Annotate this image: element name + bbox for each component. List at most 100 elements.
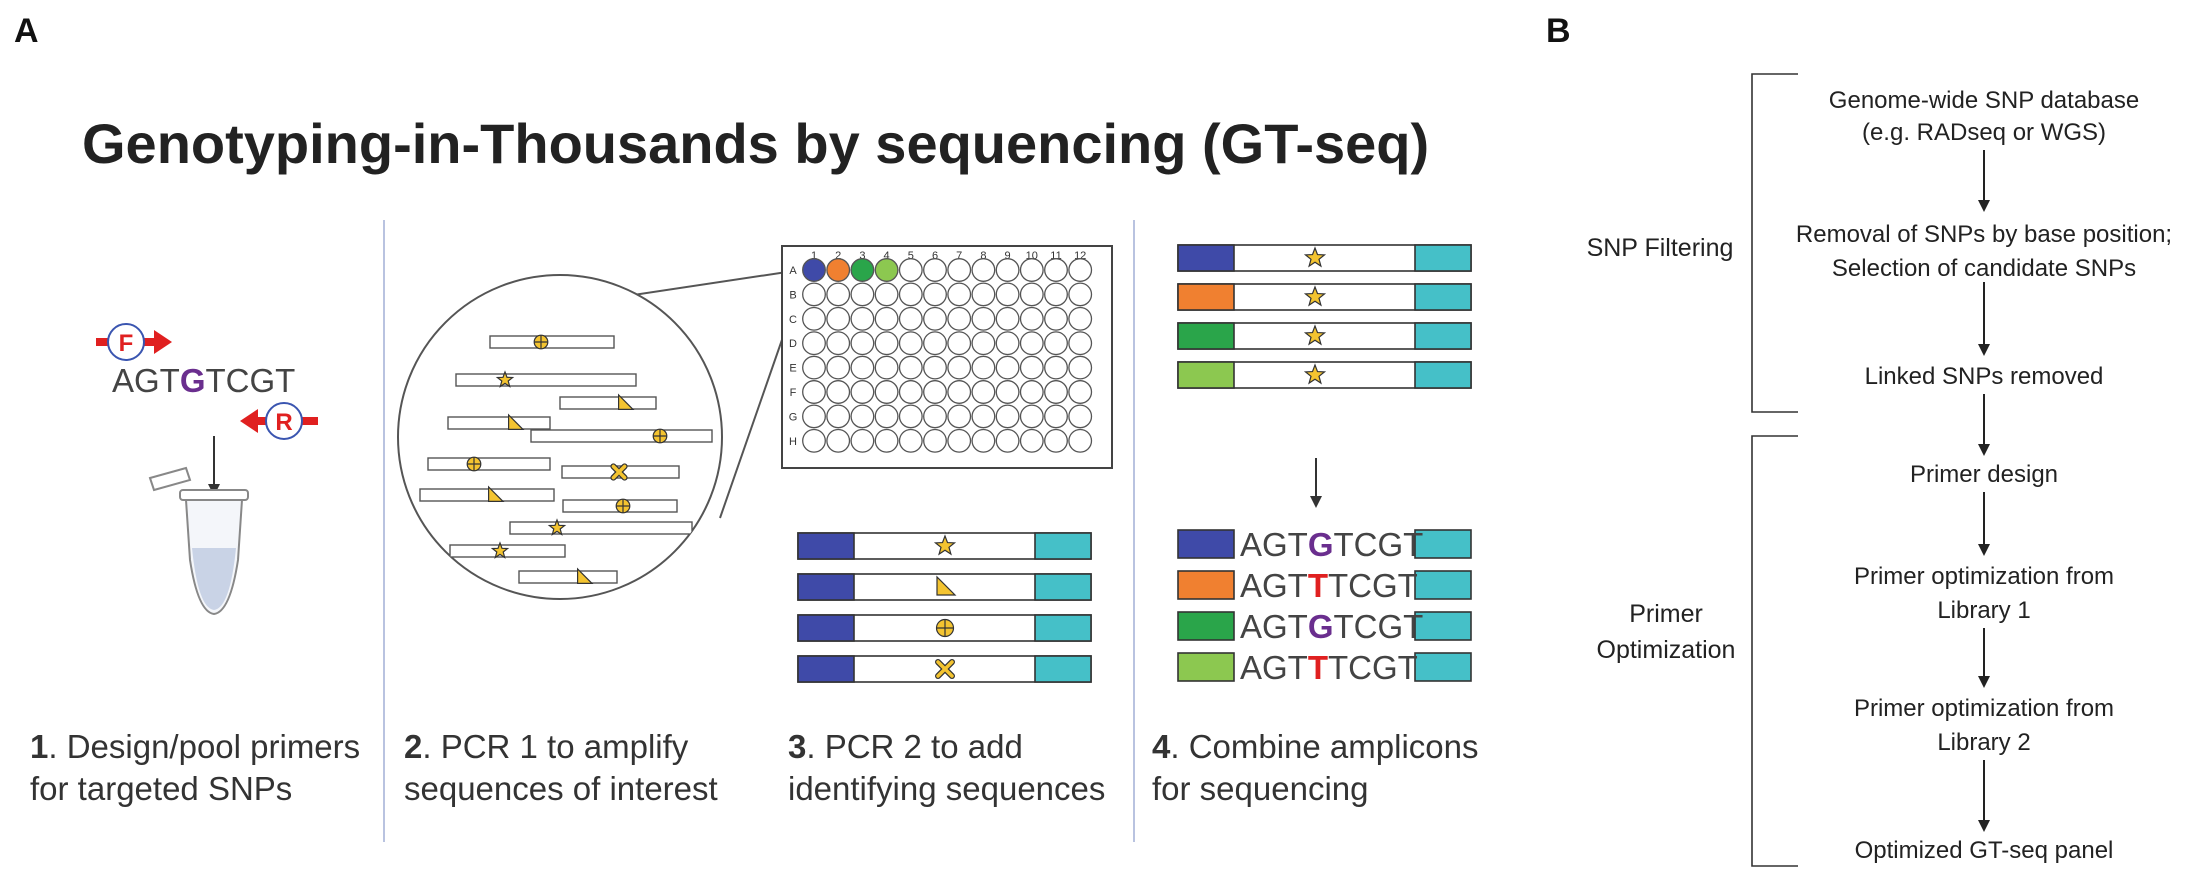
triangle-icon [936,575,957,596]
index-segment [1177,283,1235,311]
star-icon [547,518,567,536]
adapter-segment [1414,361,1472,389]
plate-well [947,282,972,307]
plate-well [995,306,1020,331]
plate-well [1068,428,1093,453]
plate-well [923,404,947,429]
plate-well [826,282,851,307]
combined-amplicons [1177,244,1472,389]
flow-step-1-sub: (e.g. RADseq or WGS) [1862,119,2106,146]
plate-well [874,282,899,307]
sequence-read: AGTTTCGT [1240,649,1418,686]
adapter-segment [1414,529,1472,559]
plate-well [802,258,826,282]
adapter-segment [1034,614,1092,642]
flow-step-6: Primer optimization from [1854,695,2114,722]
fragment-bar [419,488,555,502]
plate-row-label: C [789,314,797,326]
target-sequence: AGTGTCGT [112,362,295,399]
plate-well [898,404,923,429]
plate-well [995,331,1020,356]
plate-well [947,428,972,453]
star-icon [1303,285,1327,307]
plate-well [947,331,972,356]
plate-column-label: 1 [811,250,817,262]
plate-well [923,428,947,453]
plate-well [1019,404,1044,429]
index-segment [1177,570,1235,600]
plate-well [1068,306,1093,331]
panel-b-letter: B [1546,12,1571,50]
plate-row-label: G [789,411,798,423]
plate-well [995,428,1020,453]
plate-well [971,355,996,380]
flow-step-2-sub: Selection of candidate SNPs [1832,255,2136,282]
arrow-down-icon [1978,492,1990,556]
plate-well [898,306,923,331]
adapter-segment [1034,655,1092,683]
plate-well [1044,404,1068,429]
plate-well [1068,355,1093,380]
plate-well [1019,282,1044,307]
pcr2-amplicons [797,532,1092,683]
plate-row-label: D [789,338,797,350]
plate-well [947,380,972,404]
flow-step-7: Optimized GT-seq panel [1855,837,2114,864]
plate-well [971,306,996,331]
adapter-segment [1034,532,1092,560]
plate-well [850,258,875,282]
plate-well [802,306,826,331]
arrow-down-icon [208,436,220,496]
star-icon [490,541,510,559]
plate-well [995,258,1020,282]
fragment-bar [559,396,657,410]
plate-well [1044,282,1068,307]
svg-text:3. PCR 2 to add: 3. PCR 2 to add [788,728,1023,765]
plate-well [971,404,996,429]
plate-well [995,380,1020,404]
group-label-primer-line-1: Primer [1629,600,1703,628]
plate-well [1019,380,1044,404]
plate-well [826,331,851,356]
flow-step-6-sub: Library 2 [1937,729,2030,756]
flow-step-1: Genome-wide SNP database [1829,87,2139,114]
circle-cross-icon [466,456,482,472]
plate-well [898,428,923,453]
circle-cross-icon [652,428,668,444]
index-segment [797,573,855,601]
flow-step-5: Primer optimization from [1854,563,2114,590]
plate-well [971,282,996,307]
plate-column-label: 5 [908,250,914,262]
fragment-bar [455,373,637,387]
plate-well [898,258,923,282]
triangle-icon [488,485,505,502]
fragment-bar [530,429,713,443]
svg-text:sequences of interest: sequences of interest [404,770,718,807]
plate-well [923,282,947,307]
arrow-down-icon [1978,282,1990,356]
plate-well [1044,306,1068,331]
arrow-down-icon [1978,394,1990,456]
star-icon [933,534,957,556]
svg-text:for targeted SNPs: for targeted SNPs [30,770,292,807]
plate-column-label: 8 [980,250,986,262]
plate-well [947,404,972,429]
sequence-read: AGTGTCGT [1240,526,1423,563]
plate-well [995,404,1020,429]
plate-well [1068,282,1093,307]
bracket-snp-filtering [1751,73,1798,413]
plate-well [802,428,826,453]
plate-well [898,355,923,380]
plate-well [1068,404,1093,429]
plate-well [874,428,899,453]
fragment-bar [447,416,551,430]
plate-well [1044,355,1068,380]
plate-column-label: 11 [1050,250,1061,262]
plate-well [898,282,923,307]
group-label-snp-filtering: SNP Filtering [1587,234,1734,262]
plate-well [995,282,1020,307]
plate-column-label: 9 [1005,250,1011,262]
plate-well [971,428,996,453]
sequence-read: AGTGTCGT [1240,608,1423,645]
